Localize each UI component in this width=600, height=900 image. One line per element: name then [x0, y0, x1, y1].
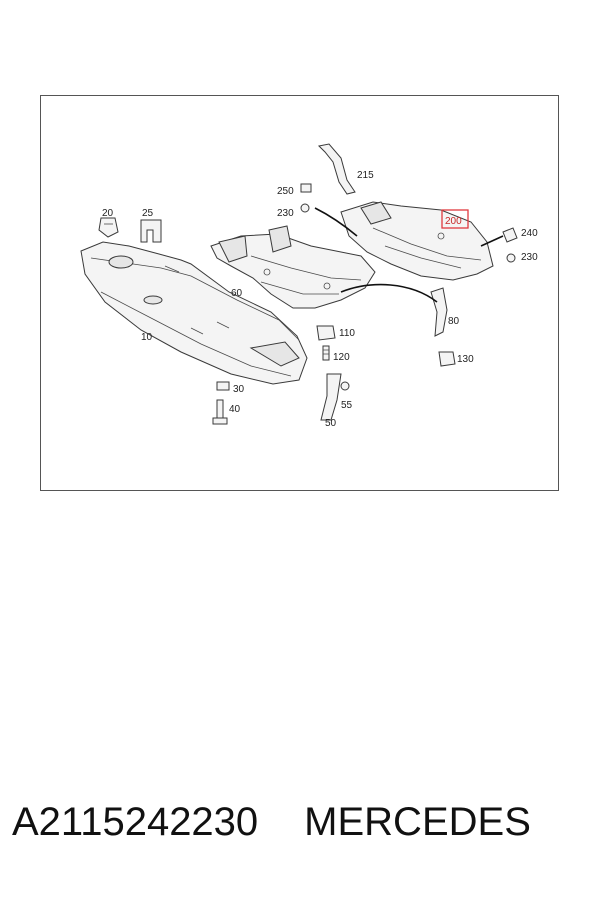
part-80-strut [430, 287, 448, 337]
part-130-bolt [438, 351, 456, 367]
parts-diagram: 10 20 25 30 40 50 55 60 80 110 120 130 2… [80, 143, 538, 429]
arrow-240-to-200 [480, 235, 504, 247]
brand-name: MERCEDES [304, 800, 531, 844]
part-30-nut [216, 381, 230, 391]
label-250: 250 [277, 186, 294, 197]
label-230-upper: 230 [277, 208, 294, 219]
part-60-underbody-panel [210, 225, 376, 309]
label-20: 20 [102, 208, 114, 219]
label-130: 130 [457, 354, 474, 365]
arrow-230-to-panel [314, 207, 358, 237]
label-40: 40 [229, 404, 241, 415]
label-30: 30 [233, 384, 245, 395]
part-number: A2115242230 [12, 800, 259, 844]
label-55: 55 [341, 400, 353, 411]
part-240-clip [502, 227, 518, 243]
label-60: 60 [231, 288, 243, 299]
highlight-box-200 [441, 209, 469, 229]
part-230-bolt-upper [300, 203, 310, 213]
label-80: 80 [448, 316, 460, 327]
arrow-60-to-200 [340, 283, 438, 303]
part-120-screw [322, 345, 330, 361]
part-20-clip [98, 217, 119, 238]
label-50: 50 [325, 418, 337, 429]
label-240: 240 [521, 228, 538, 239]
label-215: 215 [357, 170, 374, 181]
product-caption: A2115242230 MERCEDES [12, 800, 592, 845]
diagram-frame: 10 20 25 30 40 50 55 60 80 110 120 130 2… [40, 95, 559, 491]
part-200-rear-underpanel [340, 201, 494, 281]
label-10: 10 [141, 332, 153, 343]
label-120: 120 [333, 352, 350, 363]
part-250-nut [300, 183, 312, 193]
part-40-screw [212, 399, 228, 425]
part-230-bolt-right [506, 253, 516, 263]
part-55-bolt [340, 381, 350, 391]
part-50-bracket [320, 373, 342, 421]
label-200: 200 [445, 216, 462, 227]
label-110: 110 [339, 328, 355, 339]
part-10-front-undercover [80, 241, 308, 385]
label-25: 25 [142, 208, 154, 219]
label-230-right: 230 [521, 252, 538, 263]
part-25-bracket [140, 219, 162, 243]
part-110-clip [316, 325, 336, 341]
part-215-bracket [317, 143, 356, 195]
